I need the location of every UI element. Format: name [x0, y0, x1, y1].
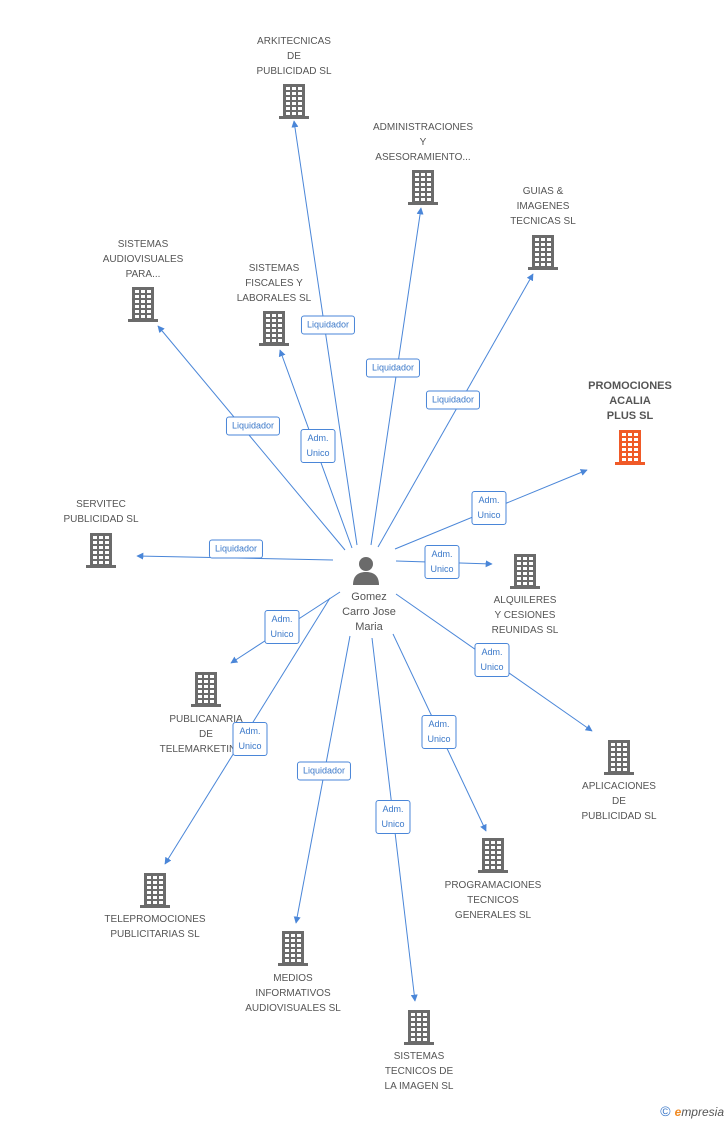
- edge-label-telepromociones: Adm. Unico: [232, 722, 268, 756]
- building-icon: [259, 311, 289, 346]
- brand-logo-text: mpresia: [681, 1105, 724, 1119]
- edge-label-promociones-acalia: Adm. Unico: [471, 491, 507, 525]
- brand-logo-e: e: [674, 1105, 682, 1119]
- copyright-symbol: ©: [660, 1103, 671, 1119]
- company-name: ARKITECNICAS DE PUBLICIDAD SL: [256, 36, 332, 77]
- edge-guias: [377, 273, 534, 548]
- company-name: SERVITEC PUBLICIDAD SL: [63, 499, 139, 525]
- edge-label-sistemas-fiscales: Adm. Unico: [300, 429, 336, 463]
- edge-label-arkitecnicas: Liquidador: [300, 315, 356, 335]
- building-icon: [128, 287, 158, 322]
- building-icon: [615, 430, 645, 465]
- company-name: PUBLICANARIA DE TELEMARKETING...: [159, 714, 253, 755]
- building-icon: [604, 740, 634, 775]
- edge-label-sistemas-tecnicos: Adm. Unico: [375, 800, 411, 834]
- building-icon: [510, 554, 540, 589]
- building-icon: [191, 672, 221, 707]
- building-icon: [86, 533, 116, 568]
- edge-label-sistemas-audiovisuales: Liquidador: [225, 416, 281, 436]
- edge-label-publicanaria: Adm. Unico: [264, 610, 300, 644]
- footer-brand: ©empresia: [660, 1103, 724, 1119]
- building-icon: [279, 84, 309, 119]
- building-icon: [478, 838, 508, 873]
- company-name: GUIAS & IMAGENES TECNICAS SL: [510, 186, 576, 227]
- building-icon: [408, 170, 438, 205]
- building-icon: [528, 235, 558, 270]
- edge-label-medios: Liquidador: [296, 761, 352, 781]
- person-icon: [353, 557, 379, 585]
- company-name: SISTEMAS FISCALES Y LABORALES SL: [236, 263, 312, 304]
- company-name: SISTEMAS AUDIOVISUALES PARA...: [102, 239, 184, 280]
- company-name: PROMOCIONES ACALIA PLUS SL: [588, 380, 672, 422]
- company-name: TELEPROMOCIONES PUBLICITARIAS SL: [104, 914, 206, 940]
- company-name: ADMINISTRACIONES Y ASESORAMIENTO...: [372, 122, 473, 163]
- company-name: MEDIOS INFORMATIVOS AUDIOVISUALES SL: [245, 973, 341, 1014]
- company-name: PROGRAMACIONES TECNICOS GENERALES SL: [444, 880, 542, 921]
- building-icon: [140, 873, 170, 908]
- edge-label-aplicaciones: Adm. Unico: [474, 643, 510, 677]
- edge-label-guias: Liquidador: [425, 390, 481, 410]
- company-name: ALQUILERES Y CESIONES REUNIDAS SL: [491, 595, 559, 636]
- edge-label-servitec: Liquidador: [208, 539, 264, 559]
- person-name: Gomez Carro Jose Maria: [342, 591, 396, 633]
- edge-sistemas-audiovisuales: [157, 325, 346, 551]
- edge-label-administraciones: Liquidador: [365, 358, 421, 378]
- edge-label-alquileres: Adm. Unico: [424, 545, 460, 579]
- company-name: APLICACIONES DE PUBLICIDAD SL: [581, 781, 657, 822]
- building-icon: [404, 1010, 434, 1045]
- edge-label-programaciones: Adm. Unico: [421, 715, 457, 749]
- building-icon: [278, 931, 308, 966]
- company-name: SISTEMAS TECNICOS DE LA IMAGEN SL: [384, 1051, 454, 1092]
